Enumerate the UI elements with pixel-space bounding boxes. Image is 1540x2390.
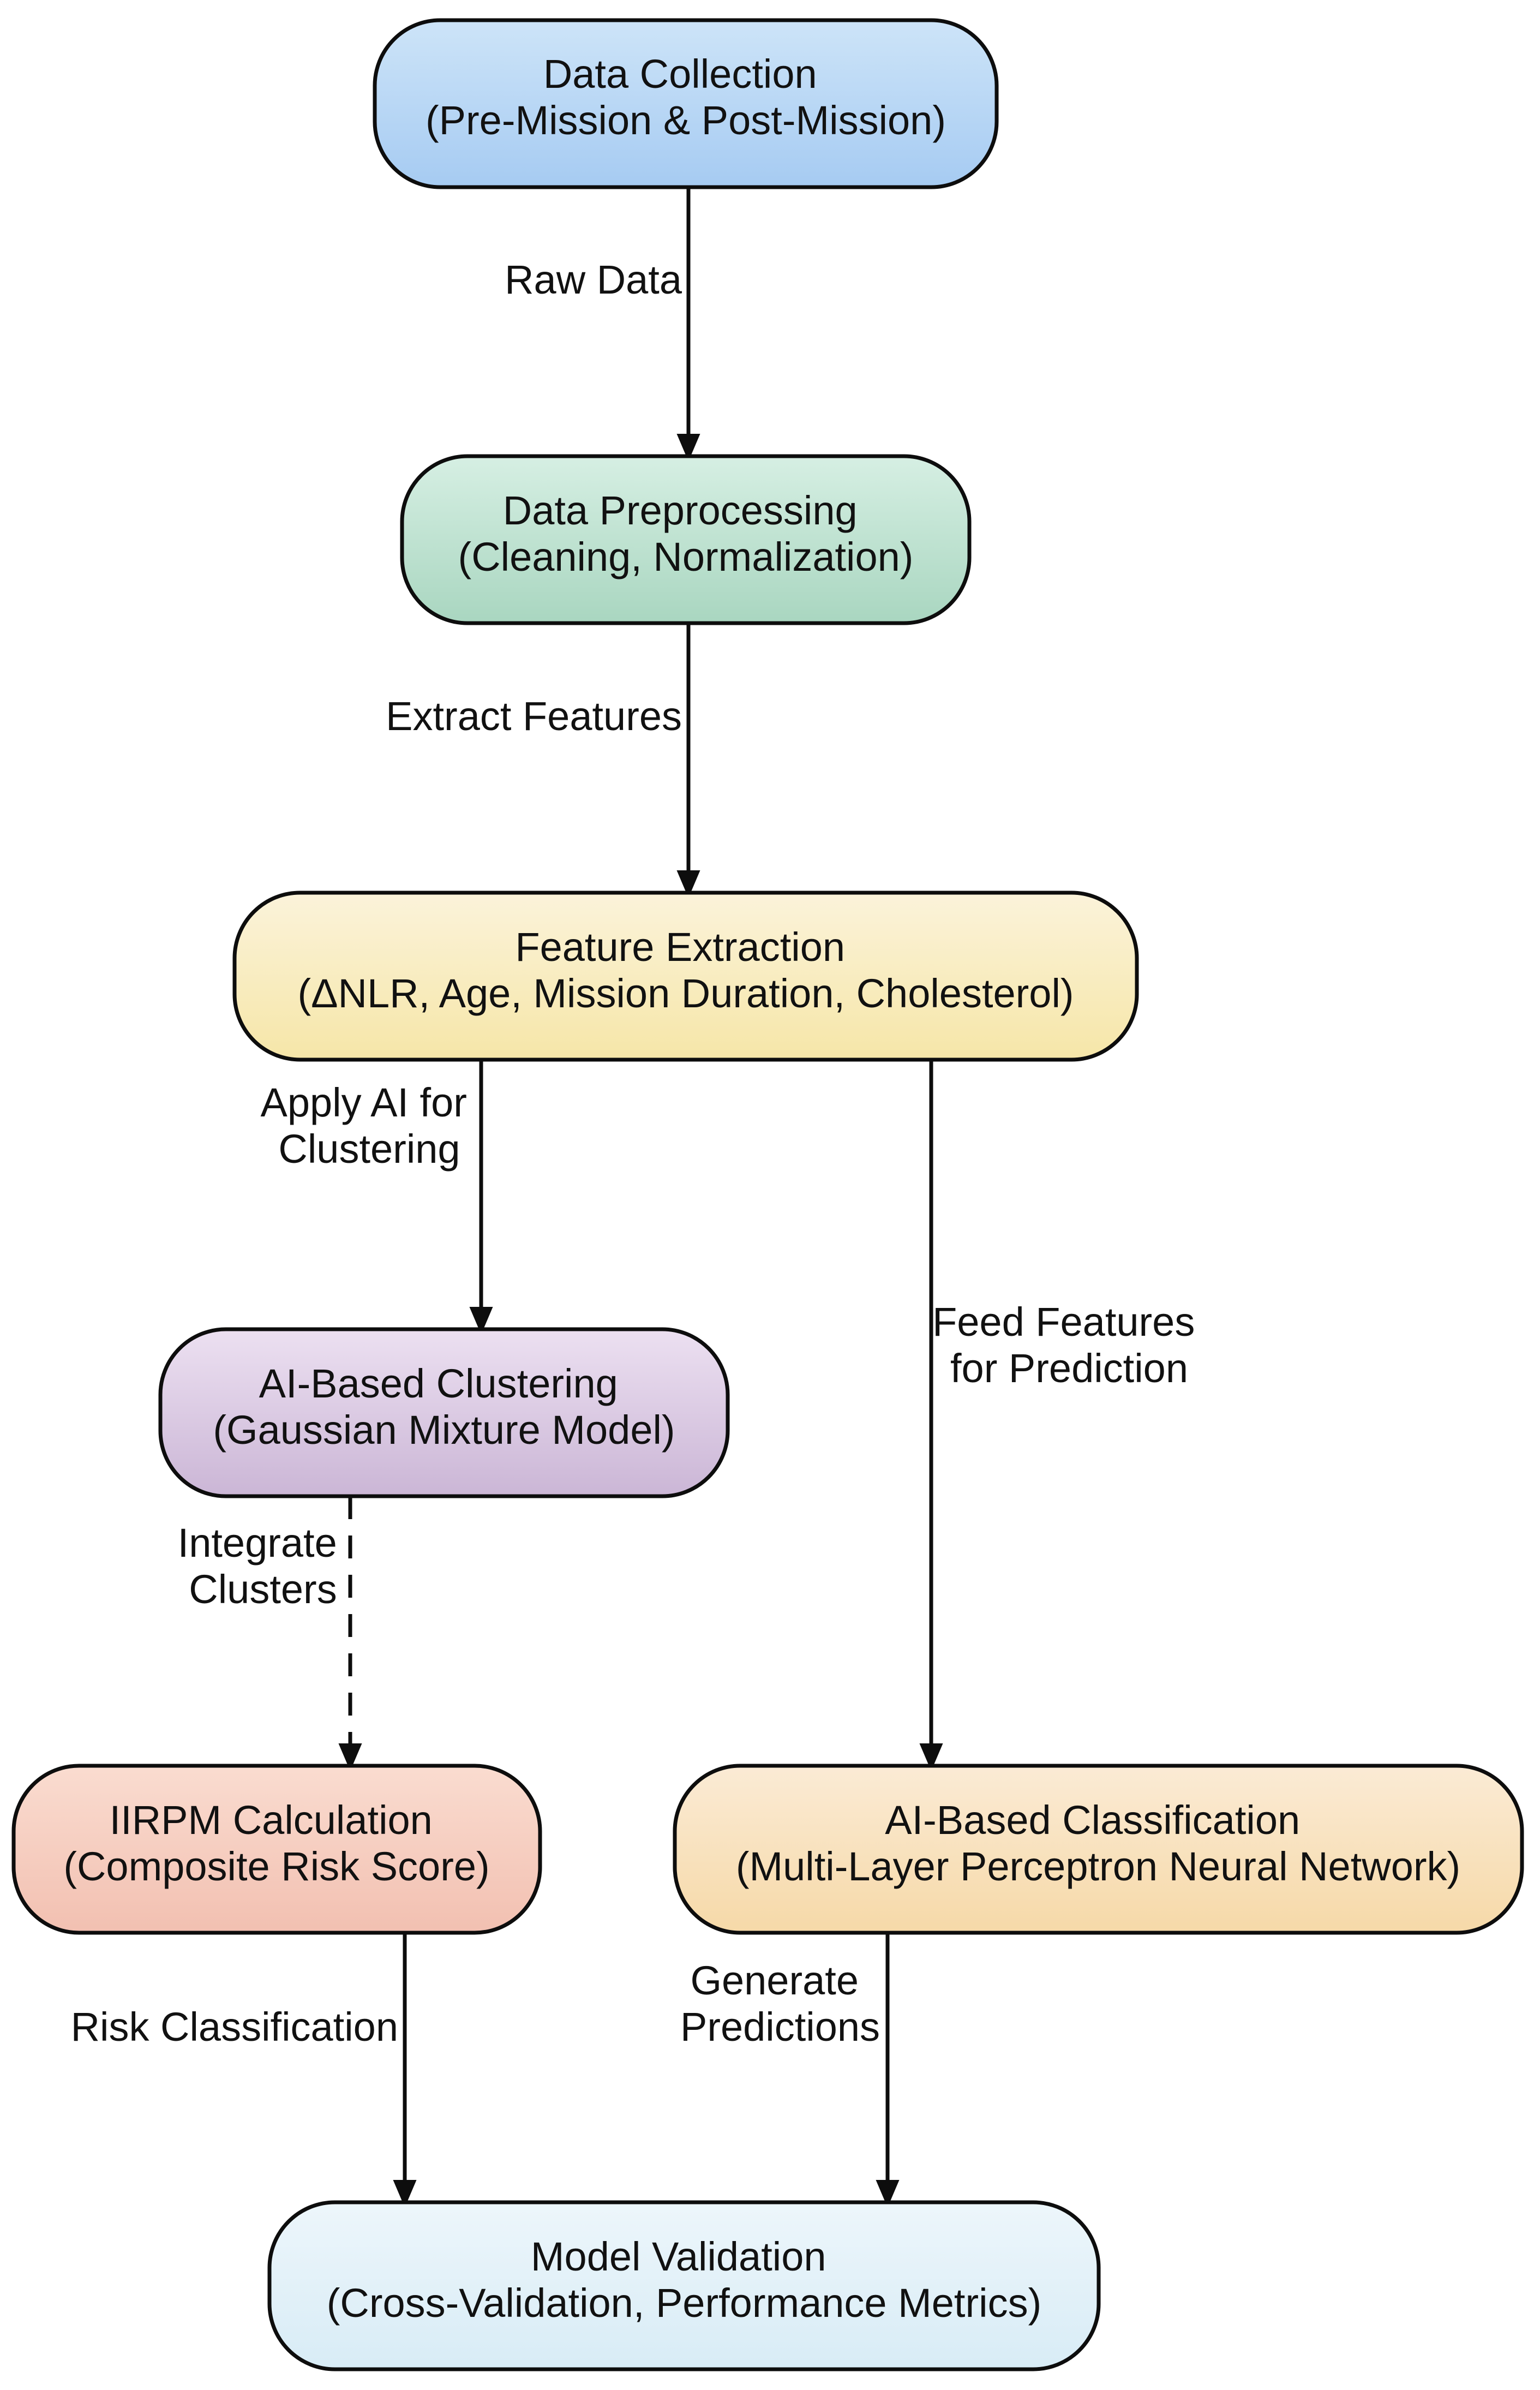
- node-subtitle: (Cleaning, Normalization): [458, 534, 914, 579]
- node-box: [232, 891, 1139, 1062]
- node-title: Feature Extraction: [515, 924, 845, 970]
- node-box: [267, 2200, 1101, 2371]
- edge-label-generate-predictions: Generate Predictions: [680, 1958, 880, 2050]
- edge-label-feed-features: Feed Features for Prediction: [932, 1299, 1206, 1391]
- node-label: Data Collection (Pre-Mission & Post-Miss…: [426, 51, 946, 143]
- node-ai-classification: AI-Based Classification (Multi-Layer Per…: [673, 1764, 1524, 1935]
- edge-extract-features: Extract Features: [386, 623, 700, 898]
- edge-label-apply-ai-line1: Apply AI for: [261, 1080, 467, 1125]
- node-box: [673, 1764, 1524, 1935]
- edge-label-generate-predictions-line1: Generate: [690, 1958, 859, 2003]
- node-label: IIRPM Calculation (Composite Risk Score): [63, 1797, 489, 1889]
- edge-label-generate-predictions-line2: Predictions: [680, 2004, 880, 2050]
- arrowhead-icon: [469, 1307, 493, 1335]
- edge-generate-predictions: Generate Predictions: [680, 1933, 900, 2208]
- node-data-preprocessing: Data Preprocessing (Cleaning, Normalizat…: [400, 454, 972, 625]
- edge-label-integrate-clusters-line1: Integrate: [178, 1520, 337, 1566]
- edge-label-raw-data: Raw Data: [505, 257, 682, 302]
- node-label: Data Preprocessing (Cleaning, Normalizat…: [458, 488, 914, 579]
- node-subtitle: (Pre-Mission & Post-Mission): [426, 98, 946, 143]
- edge-feed-features: Feed Features for Prediction: [919, 1060, 1206, 1771]
- edge-label-integrate-clusters: Integrate Clusters: [178, 1520, 349, 1612]
- edge-label-extract-features: Extract Features: [386, 694, 682, 739]
- node-subtitle: (ΔNLR, Age, Mission Duration, Cholestero…: [297, 971, 1074, 1016]
- edge-raw-data: Raw Data: [505, 187, 700, 462]
- node-title: Model Validation: [531, 2234, 826, 2279]
- edge-label-integrate-clusters-line2: Clusters: [189, 1567, 337, 1612]
- edge-label-feed-features-line1: Feed Features: [932, 1299, 1195, 1345]
- node-data-collection: Data Collection (Pre-Mission & Post-Miss…: [373, 18, 999, 189]
- edge-label-risk-classification: Risk Classification: [71, 2004, 398, 2050]
- arrowhead-icon: [338, 1743, 362, 1771]
- arrowhead-icon: [676, 870, 700, 898]
- node-box: [400, 454, 972, 625]
- edge-label-apply-ai-line2: Clustering: [278, 1126, 460, 1172]
- node-label: AI-Based Clustering (Gaussian Mixture Mo…: [213, 1361, 675, 1453]
- node-subtitle: (Cross-Validation, Performance Metrics): [327, 2280, 1041, 2326]
- node-title: Data Collection: [543, 51, 817, 97]
- edge-risk-classification: Risk Classification: [71, 1933, 417, 2208]
- node-label: Model Validation (Cross-Validation, Perf…: [327, 2234, 1041, 2326]
- node-iirpm-calculation: IIRPM Calculation (Composite Risk Score): [11, 1764, 542, 1935]
- arrowhead-icon: [393, 2180, 417, 2208]
- node-box: [373, 18, 999, 189]
- node-model-validation: Model Validation (Cross-Validation, Perf…: [267, 2200, 1101, 2371]
- node-title: AI-Based Clustering: [259, 1361, 618, 1406]
- edge-label-apply-ai: Apply AI for Clustering: [261, 1080, 478, 1172]
- node-box: [158, 1327, 730, 1498]
- edge-apply-ai-clustering: Apply AI for Clustering: [261, 1060, 493, 1335]
- arrowhead-icon: [919, 1743, 943, 1771]
- node-title: AI-Based Classification: [885, 1797, 1300, 1843]
- node-title: Data Preprocessing: [503, 488, 858, 533]
- node-ai-clustering: AI-Based Clustering (Gaussian Mixture Mo…: [158, 1327, 730, 1498]
- node-title: IIRPM Calculation: [110, 1797, 433, 1843]
- arrowhead-icon: [676, 434, 700, 462]
- node-box: [11, 1764, 542, 1935]
- edge-label-feed-features-line2: for Prediction: [950, 1346, 1188, 1391]
- node-subtitle: (Gaussian Mixture Model): [213, 1407, 675, 1453]
- node-label: Feature Extraction (ΔNLR, Age, Mission D…: [297, 924, 1074, 1016]
- node-subtitle: (Composite Risk Score): [63, 1844, 489, 1889]
- edge-integrate-clusters: Integrate Clusters: [178, 1496, 362, 1771]
- node-subtitle: (Multi-Layer Perceptron Neural Network): [736, 1844, 1460, 1889]
- node-label: AI-Based Classification (Multi-Layer Per…: [736, 1797, 1460, 1889]
- arrowhead-icon: [876, 2180, 900, 2208]
- node-feature-extraction: Feature Extraction (ΔNLR, Age, Mission D…: [232, 891, 1139, 1062]
